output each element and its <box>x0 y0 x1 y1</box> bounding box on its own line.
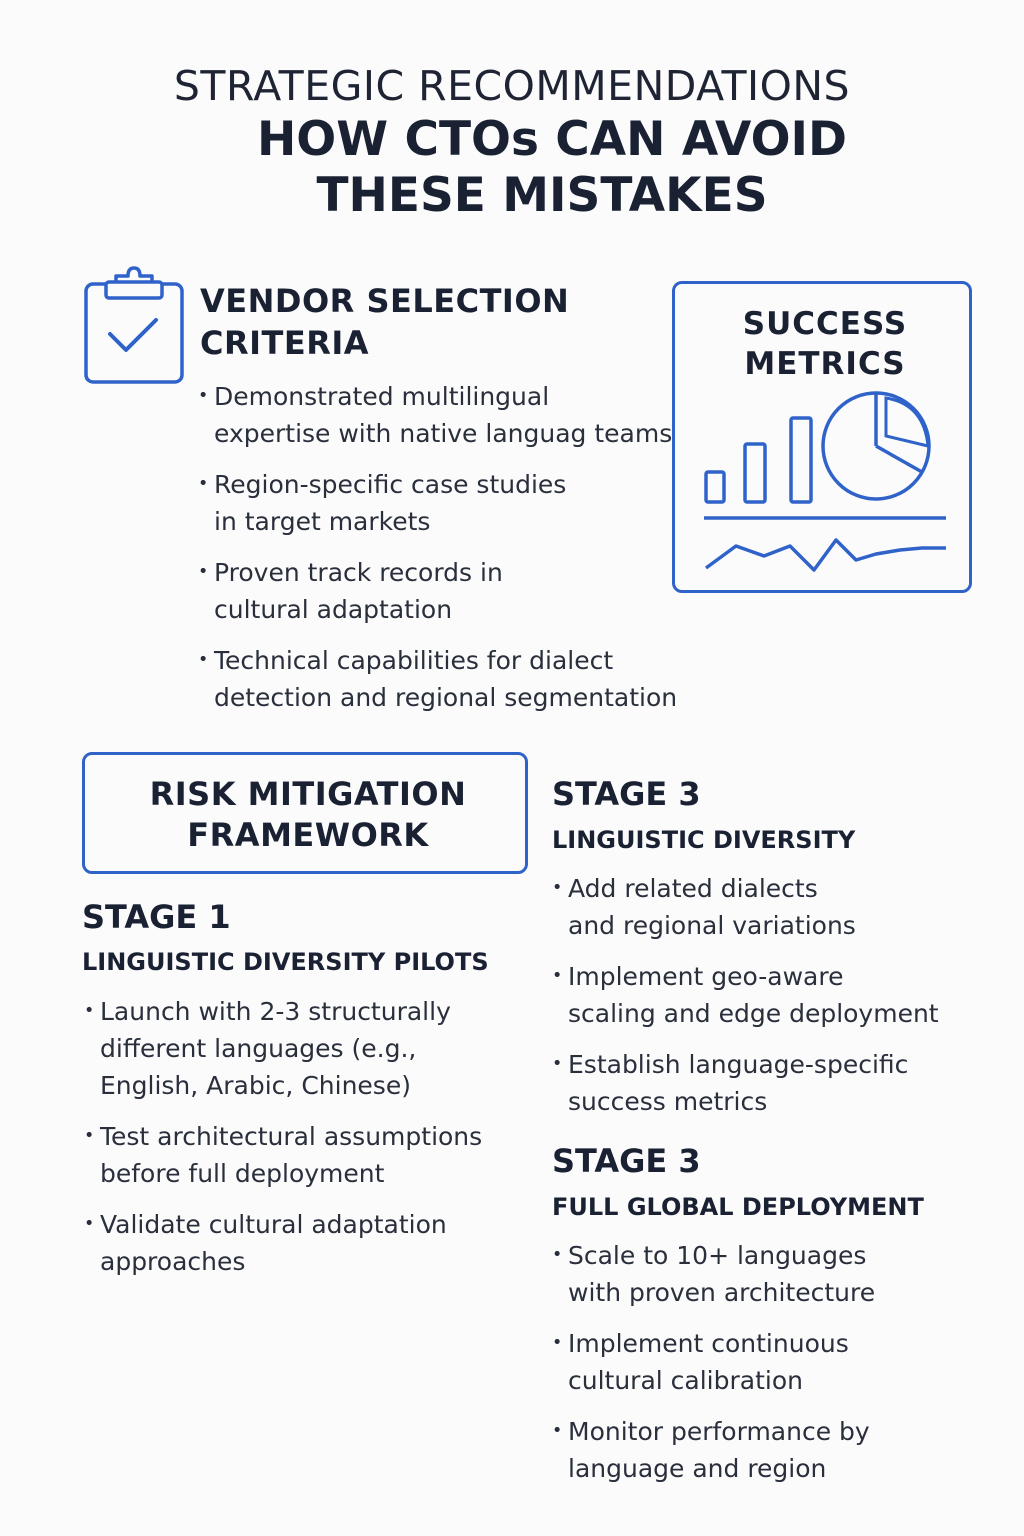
page-title: HOW CTOs CAN AVOID THESE MISTAKES <box>0 112 1024 224</box>
page-title-line-2: THESE MISTAKES <box>316 168 768 223</box>
list-item: Demonstrated multilingual expertise with… <box>198 378 678 452</box>
stage-2-list: Add related dialects and regional variat… <box>552 870 992 1134</box>
list-item: Test architectural assumptions before fu… <box>84 1118 534 1192</box>
list-item: Monitor performance by language and regi… <box>552 1413 992 1487</box>
risk-mitigation-card <box>82 752 528 874</box>
list-item: Implement geo-aware scaling and edge dep… <box>552 958 992 1032</box>
stage-1-subtitle: LINGUISTIC DIVERSITY PILOTS <box>82 948 489 976</box>
stage-1-list: Launch with 2-3 structurally different l… <box>84 993 534 1294</box>
list-item: Region-specific case studies in target m… <box>198 466 678 540</box>
clipboard-check-icon <box>84 266 184 384</box>
list-item: Scale to 10+ languages with proven archi… <box>552 1237 992 1311</box>
stage-3-label: STAGE 3 <box>552 1142 701 1180</box>
stage-2-subtitle: LINGUISTIC DIVERSITY <box>552 826 856 854</box>
list-item: Validate cultural adaptation approaches <box>84 1206 534 1280</box>
list-item: Proven track records in cultural adaptat… <box>198 554 678 628</box>
page-title-line-1: HOW CTOs CAN AVOID <box>256 112 848 167</box>
success-metrics-title: SUCCESS METRICS <box>742 306 908 382</box>
chart-dashboard-icon <box>704 391 946 572</box>
list-item: Launch with 2-3 structurally different l… <box>84 993 534 1104</box>
stage-3-subtitle: FULL GLOBAL DEPLOYMENT <box>552 1193 924 1221</box>
list-item: Technical capabilities for dialect detec… <box>198 642 678 716</box>
stage-3-list: Scale to 10+ languages with proven archi… <box>552 1237 992 1501</box>
list-item: Implement continuous cultural calibratio… <box>552 1325 992 1399</box>
vendor-criteria-list: Demonstrated multilingual expertise with… <box>198 378 678 730</box>
success-metrics-card <box>672 281 972 593</box>
vendor-selection-heading: VENDOR SELECTION CRITERIA <box>200 282 570 362</box>
list-item: Add related dialects and regional variat… <box>552 870 992 944</box>
stage-2-label: STAGE 3 <box>552 775 701 813</box>
risk-mitigation-title: RISK MITIGATION FRAMEWORK <box>149 775 467 854</box>
list-item: Establish language-specific success metr… <box>552 1046 992 1120</box>
eyebrow-title: STRATEGIC RECOMMENDATIONS <box>173 62 851 110</box>
stage-1-label: STAGE 1 <box>82 898 231 936</box>
